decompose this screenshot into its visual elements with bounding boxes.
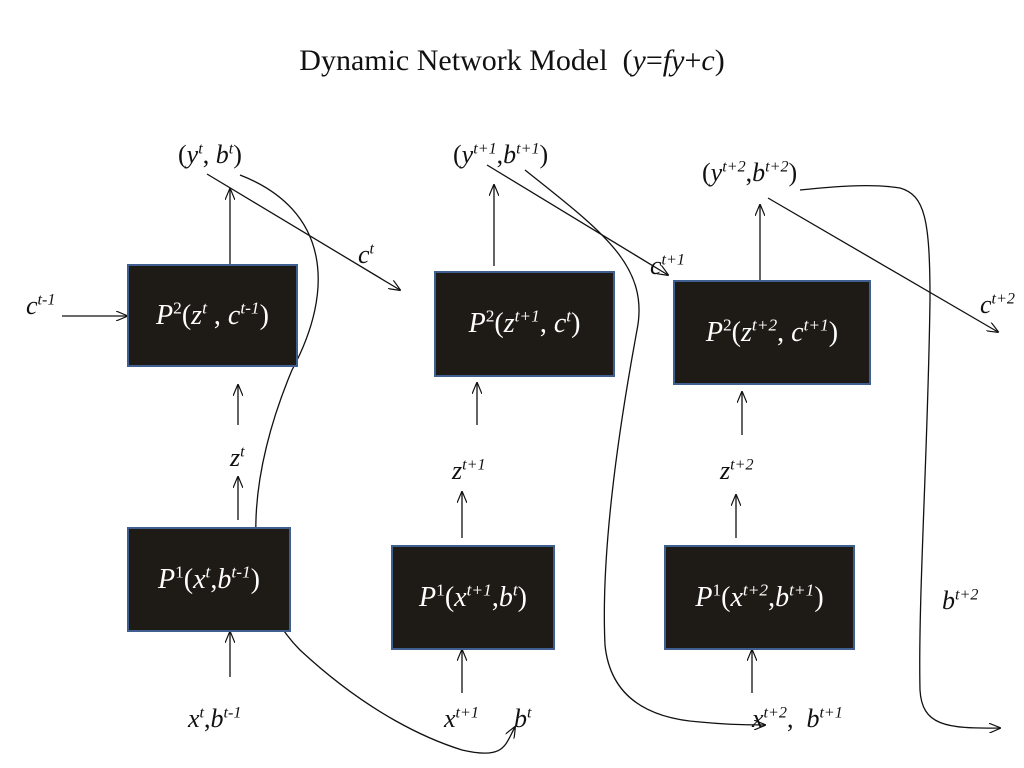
arrow-c-out-stage3 [767, 197, 998, 332]
z-label-stage3: zt+2 [720, 456, 754, 485]
arrow-c-out-stage2 [486, 164, 668, 275]
z-label-stage2: zt+1 [452, 456, 486, 485]
p1-box-stage3: P1(xt+2,bt+1) [664, 545, 855, 650]
diagram-title: Dynamic Network Model (y=fy+c) [299, 44, 725, 77]
b-out-label: bt+2 [942, 586, 979, 615]
p2-box-stage1: P2(zt , ct-1) [127, 264, 298, 367]
b-in-label-stage2: bt [514, 704, 532, 733]
output-label-stage3: (yt+2,bt+2) [702, 158, 798, 187]
c-out-label-stage1: ct [358, 240, 375, 269]
input-label-stage2: xt+1 [444, 704, 479, 733]
c-in-label: ct-1 [26, 291, 56, 320]
c-out-label-stage2: ct+1 [650, 251, 685, 280]
curve-b-stage2-to-stage3 [524, 169, 765, 725]
p1-box-stage1: P1(xt,bt-1) [127, 527, 291, 632]
output-label-stage2: (yt+1,bt+1) [453, 140, 549, 169]
arrow-c-out-stage1 [206, 173, 400, 290]
p2-box-stage3: P2(zt+2, ct+1) [673, 280, 871, 385]
p2-box-stage2: P2(zt+1, ct) [434, 271, 615, 377]
input-label-stage3: xt+2, bt+1 [752, 704, 843, 733]
p1-box-stage2: P1(xt+1,bt) [391, 545, 555, 650]
z-label-stage1: zt [230, 443, 245, 472]
output-label-stage1: (yt, bt) [178, 140, 242, 169]
c-out-label-stage3: ct+2 [980, 290, 1015, 319]
input-label-stage1: xt,bt-1 [188, 704, 242, 733]
curve-b-stage3-out [799, 184, 1000, 729]
